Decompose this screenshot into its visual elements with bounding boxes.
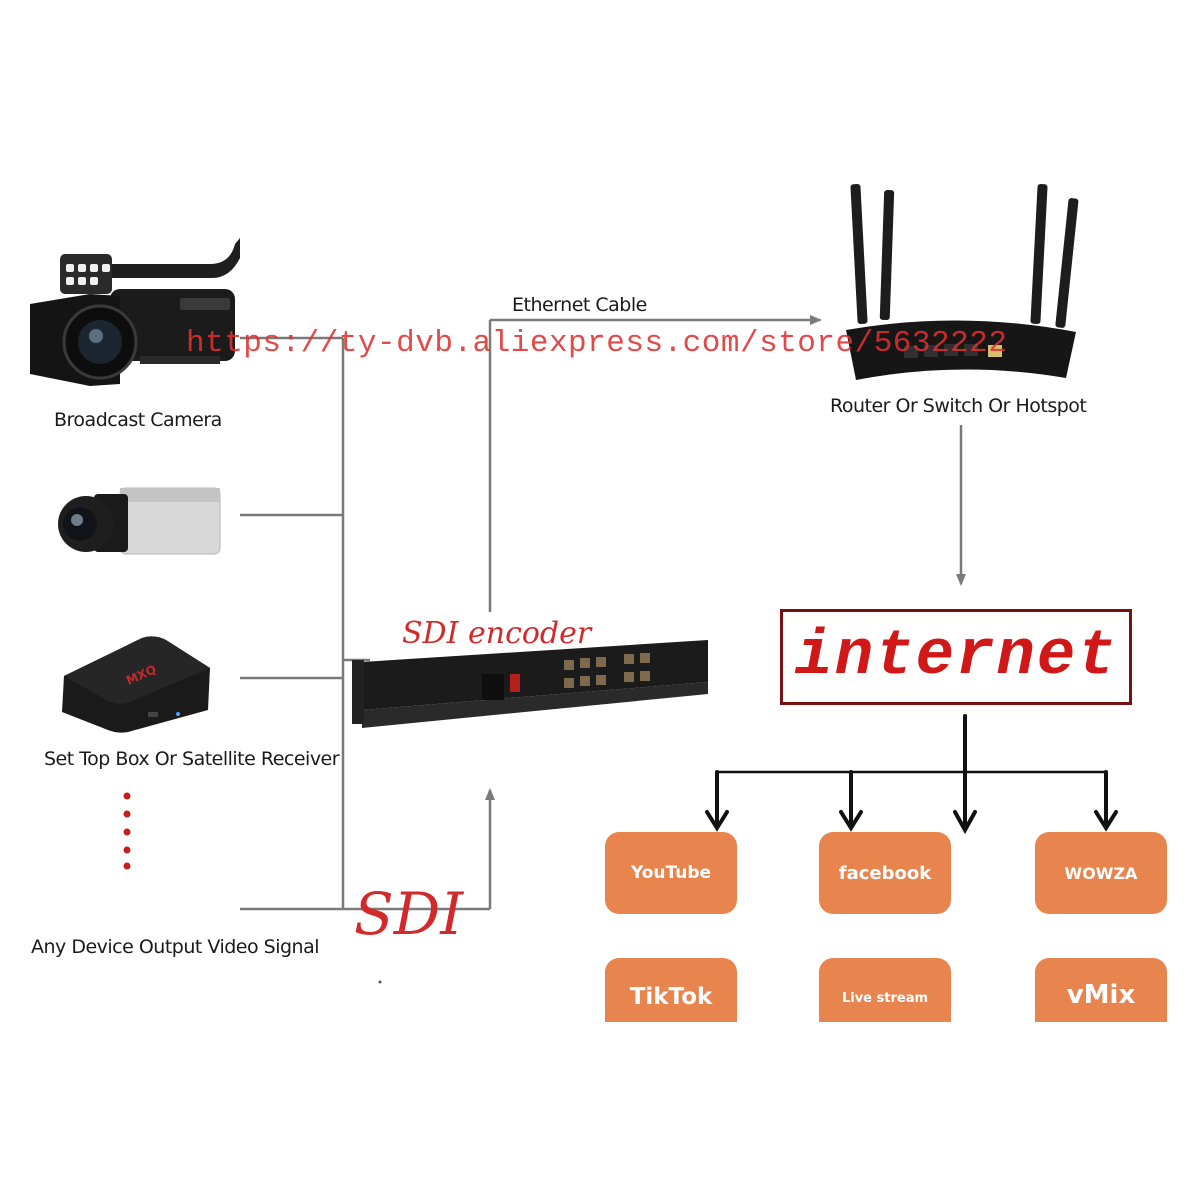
- broadcast-camera-icon: [30, 238, 240, 386]
- broadcast-camera-label: Broadcast Camera: [54, 409, 222, 431]
- service-tiktok: TikTok: [605, 958, 737, 1022]
- router-icon: [846, 183, 1079, 380]
- internet-box: internet: [780, 609, 1132, 705]
- arrow-to-facebook: [839, 810, 863, 832]
- set-top-box-label: Set Top Box Or Satellite Receiver: [44, 748, 340, 770]
- router-label: Router Or Switch Or Hotspot: [830, 395, 1087, 417]
- service-facebook: facebook: [819, 832, 951, 914]
- arrow-to-youtube: [705, 810, 729, 832]
- sdi-encoder-label: SDI encoder: [402, 616, 592, 651]
- sdi-encoder-device-icon: [352, 640, 708, 728]
- arrow-to-wowza: [1094, 810, 1118, 832]
- ip-camera-icon: [58, 487, 221, 555]
- internet-label: internet: [794, 621, 1118, 693]
- ethernet-cable-label: Ethernet Cable: [512, 294, 647, 316]
- service-live-stream: Live stream: [819, 958, 951, 1022]
- service-vmix: vMix: [1035, 958, 1167, 1022]
- sdi-label: SDI: [354, 880, 464, 948]
- set-top-box-icon: MXQ: [62, 636, 210, 733]
- any-device-label: Any Device Output Video Signal: [31, 936, 320, 958]
- more-devices-dots: [123, 792, 131, 870]
- service-youtube: YouTube: [605, 832, 737, 914]
- arrow-to-main: [953, 810, 977, 835]
- service-wowza: WOWZA: [1035, 832, 1167, 914]
- store-watermark: https://ty-dvb.aliexpress.com/store/5632…: [186, 326, 1008, 361]
